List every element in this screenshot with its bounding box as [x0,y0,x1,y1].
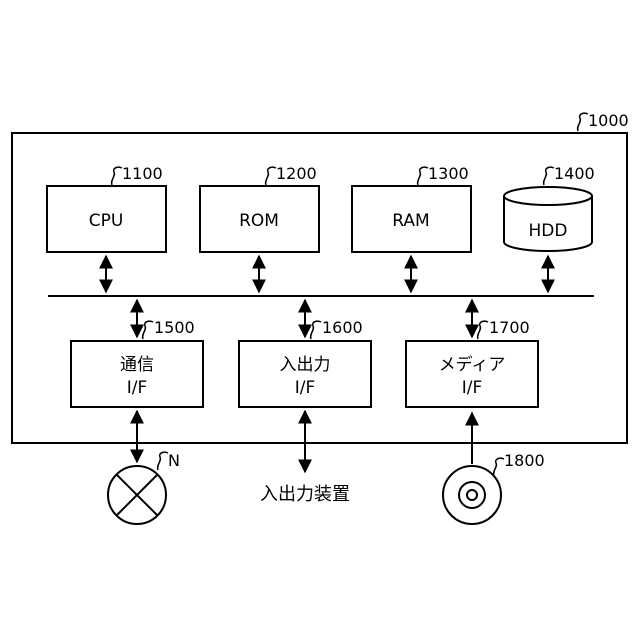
cpu-ref-leader [112,167,122,185]
disc-icon [443,466,501,524]
io-ref-leader [311,321,321,339]
disc-ref: 1800 [504,451,545,470]
cpu-label: CPU [89,211,124,231]
system-box [12,133,627,443]
network-icon [108,466,166,524]
rom-ref: 1200 [276,164,317,183]
rom-label: ROM [239,211,279,231]
ram-ref-leader [418,167,428,185]
media-ref-leader [478,321,488,339]
io-ref: 1600 [322,318,363,337]
io-device-label: 入出力装置 [260,484,350,505]
hdd-cylinder [504,187,592,251]
hdd-ref: 1400 [554,164,595,183]
media-if-label-line1: メディア [439,354,506,375]
comm-if-label-line1: 通信 [120,355,154,375]
media-ref: 1700 [489,318,530,337]
network-ref: N [168,451,180,470]
comm-ref: 1500 [154,318,195,337]
io-if-label-line2: I/F [295,378,316,398]
comm-if-label-line2: I/F [127,378,148,398]
ram-label: RAM [392,211,429,231]
ram-ref: 1300 [428,164,469,183]
hdd-ref-leader [544,167,554,185]
media-if-label-line2: I/F [462,378,483,398]
rom-ref-leader [266,167,276,185]
system-ref: 1000 [588,111,629,130]
disc-ref-leader [494,458,504,476]
hdd-label: HDD [529,221,568,241]
cpu-ref: 1100 [122,164,163,183]
io-if-label-line1: 入出力 [280,355,331,375]
network-ref-leader [158,452,168,470]
comm-ref-leader [143,321,153,339]
system-ref-leader [578,113,588,131]
